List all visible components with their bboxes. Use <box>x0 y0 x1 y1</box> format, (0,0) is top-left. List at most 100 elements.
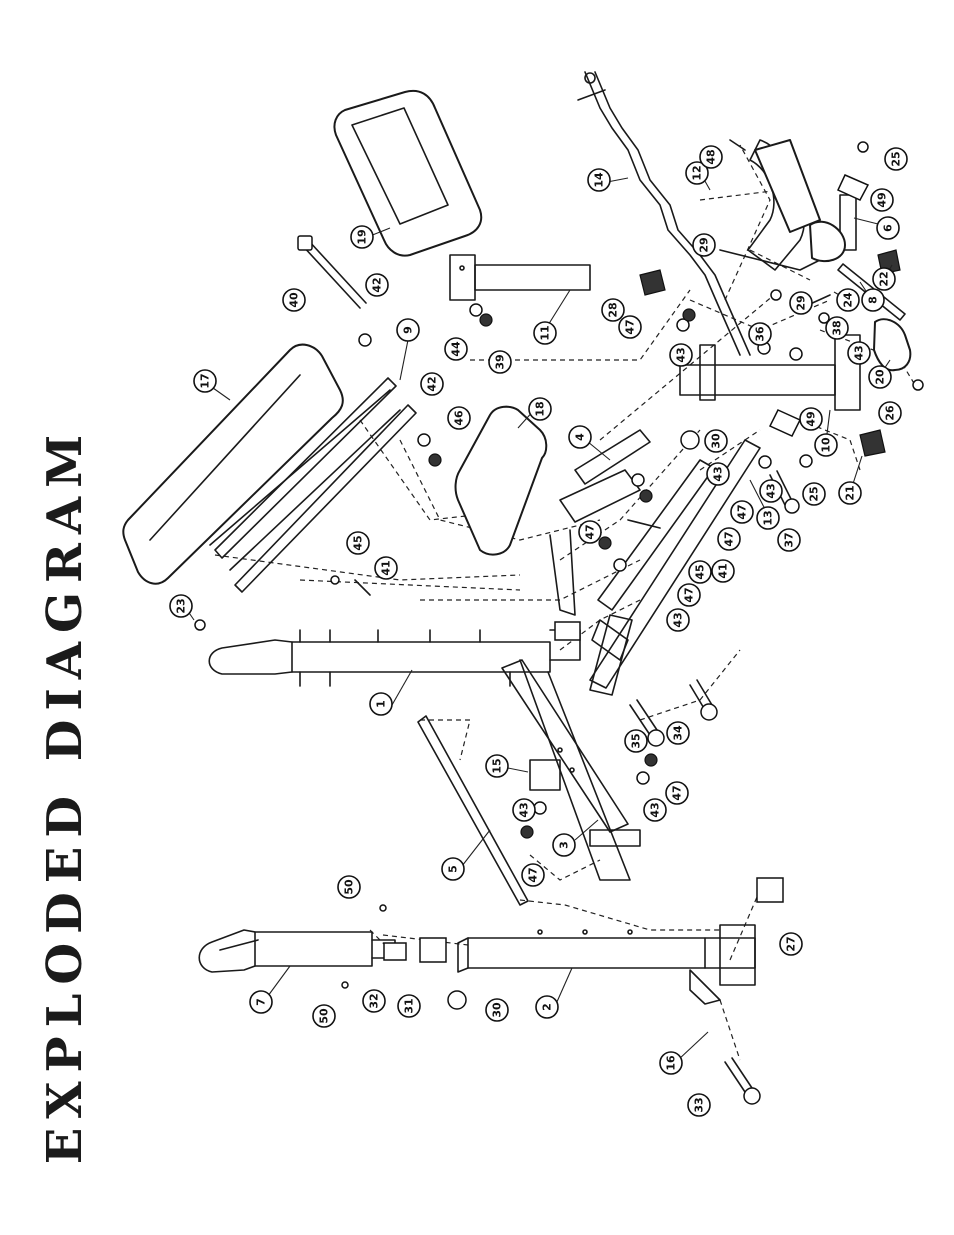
callout-part-43: 43 <box>644 799 666 821</box>
callout-part-18: 18 <box>529 398 551 420</box>
callout-number: 47 <box>671 785 684 800</box>
callout-part-24: 24 <box>837 289 859 311</box>
callout-number: 6 <box>882 224 895 232</box>
callout-part-46: 46 <box>448 407 470 429</box>
callout-part-5: 5 <box>442 858 464 880</box>
callout-number: 40 <box>288 292 301 308</box>
part-7-j-hook-upright <box>199 930 395 972</box>
callout-number: 21 <box>844 485 857 500</box>
callout-number: 1 <box>375 700 388 708</box>
callout-part-15: 15 <box>486 755 508 777</box>
callout-part-2: 2 <box>536 996 558 1018</box>
callout-part-47: 47 <box>522 864 544 886</box>
callout-part-40: 40 <box>283 289 305 311</box>
callout-number: 5 <box>447 865 460 873</box>
callout-part-49: 49 <box>871 189 893 211</box>
callout-part-43: 43 <box>513 799 535 821</box>
callout-part-8: 8 <box>862 289 884 311</box>
callout-part-28: 28 <box>602 299 624 321</box>
callout-part-31: 31 <box>398 995 420 1017</box>
callout-part-26: 26 <box>879 402 901 424</box>
callout-part-43: 43 <box>667 609 689 631</box>
callout-number: 43 <box>672 612 685 627</box>
callout-part-45: 45 <box>347 532 369 554</box>
callout-number: 47 <box>527 867 540 882</box>
callout-part-6: 6 <box>877 217 899 239</box>
callout-part-47: 47 <box>718 528 740 550</box>
callout-part-27: 27 <box>780 933 802 955</box>
callout-number: 37 <box>783 532 796 547</box>
callout-part-30: 30 <box>705 430 727 452</box>
callout-part-14: 14 <box>588 169 610 191</box>
callout-number: 31 <box>403 998 416 1013</box>
callout-part-1: 1 <box>370 693 392 715</box>
callout-part-36: 36 <box>749 323 771 345</box>
callout-number: 47 <box>723 531 736 546</box>
callout-part-37: 37 <box>778 529 800 551</box>
callout-part-43: 43 <box>848 342 870 364</box>
callout-part-34: 34 <box>667 722 689 744</box>
part-4-seat-rail <box>550 430 650 695</box>
callout-number: 12 <box>691 165 704 180</box>
callout-number: 13 <box>762 510 775 525</box>
callout-part-20: 20 <box>869 366 891 388</box>
callout-number: 44 <box>450 341 463 357</box>
callout-number: 47 <box>683 587 696 602</box>
callout-part-11: 11 <box>534 322 556 344</box>
callout-number: 50 <box>318 1008 331 1024</box>
callout-part-47: 47 <box>666 782 688 804</box>
callout-number: 23 <box>175 598 188 613</box>
callout-number: 35 <box>630 733 643 748</box>
callout-part-42: 42 <box>421 373 443 395</box>
callout-number: 10 <box>820 437 833 453</box>
part-5-long-bar <box>418 716 528 905</box>
callout-part-45: 45 <box>689 561 711 583</box>
callout-number: 50 <box>343 879 356 895</box>
callout-part-39: 39 <box>489 351 511 373</box>
callout-number: 42 <box>426 376 439 391</box>
callout-number: 25 <box>890 151 903 166</box>
part-2-rear-upright <box>458 925 755 1004</box>
callout-number: 43 <box>765 483 778 498</box>
callout-number: 41 <box>717 563 730 578</box>
part-20-roller-pad <box>874 319 910 370</box>
callout-number: 43 <box>675 347 688 362</box>
callout-part-21: 21 <box>839 482 861 504</box>
callout-number: 30 <box>710 433 723 449</box>
callout-number: 41 <box>380 560 393 575</box>
callout-number: 17 <box>199 373 212 388</box>
callout-number: 39 <box>494 354 507 369</box>
callout-number: 36 <box>754 326 767 342</box>
callout-number: 25 <box>808 486 821 501</box>
callout-part-50: 50 <box>313 1005 335 1027</box>
callout-part-30: 30 <box>486 999 508 1021</box>
callout-number: 19 <box>356 229 369 244</box>
callout-number: 33 <box>693 1097 706 1112</box>
callout-part-13: 13 <box>757 507 779 529</box>
callout-part-16: 16 <box>660 1052 682 1074</box>
callout-part-10: 10 <box>815 434 837 456</box>
callout-number: 16 <box>665 1055 678 1071</box>
callout-number: 43 <box>518 802 531 817</box>
callout-part-25: 25 <box>885 148 907 170</box>
callout-number: 14 <box>593 172 606 188</box>
callout-part-47: 47 <box>579 521 601 543</box>
callout-number: 9 <box>402 326 415 334</box>
callout-part-50: 50 <box>338 876 360 898</box>
callout-number: 4 <box>574 433 587 441</box>
callout-number: 46 <box>453 410 466 426</box>
callout-part-47: 47 <box>731 501 753 523</box>
callout-part-48: 48 <box>700 146 722 168</box>
callout-number: 47 <box>584 524 597 539</box>
callout-part-25: 25 <box>803 483 825 505</box>
callout-number: 38 <box>831 320 844 335</box>
callout-number: 26 <box>884 405 897 421</box>
callout-number: 7 <box>255 998 268 1006</box>
callout-part-43: 43 <box>670 344 692 366</box>
callout-part-9: 9 <box>397 319 419 341</box>
callout-part-47: 47 <box>678 584 700 606</box>
callout-part-17: 17 <box>194 370 216 392</box>
callout-number: 28 <box>607 302 620 317</box>
callout-number: 2 <box>541 1003 554 1011</box>
